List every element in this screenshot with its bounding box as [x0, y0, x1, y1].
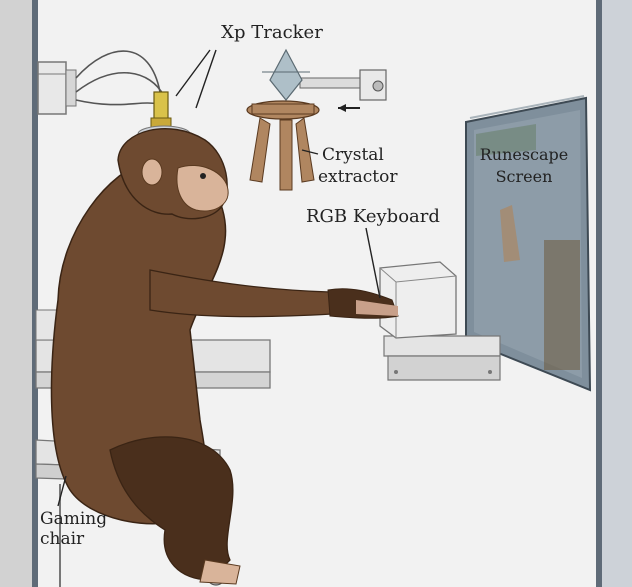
chair-label-line1: Gaming: [40, 509, 107, 529]
wall-mount-box: [37, 61, 77, 115]
left-frame-post: [32, 0, 38, 587]
inventory-panel: [544, 240, 580, 370]
runescape-screen: [465, 95, 592, 392]
monkey-figure: [50, 128, 399, 585]
keyboard-station: [379, 261, 501, 381]
tracker-wires: [75, 50, 165, 106]
right-frame-post: [596, 0, 602, 587]
game-character: [500, 205, 520, 262]
keyboard-leader: [365, 227, 381, 299]
crystal-shape: [269, 48, 303, 101]
xp-leader-1: [175, 49, 211, 97]
right-backdrop: [602, 0, 632, 587]
leader-lines: [57, 49, 381, 507]
screen-label-line2: Screen: [496, 167, 553, 186]
crystal-leader: [301, 149, 319, 155]
chair-leader: [57, 475, 67, 507]
rgb-keyboard-block: [379, 261, 457, 339]
crystal-extractor: [246, 48, 387, 191]
xp-tracker-label: Xp Tracker: [221, 22, 323, 43]
xp-leader-2: [195, 49, 217, 109]
crystal-label-line2: extractor: [318, 167, 398, 187]
chair-label-line2: chair: [40, 529, 85, 549]
rgb-keyboard-label: RGB Keyboard: [306, 206, 440, 227]
crystal-label-line1: Crystal: [322, 145, 384, 165]
screen-label-line1: Runescape: [480, 145, 569, 164]
